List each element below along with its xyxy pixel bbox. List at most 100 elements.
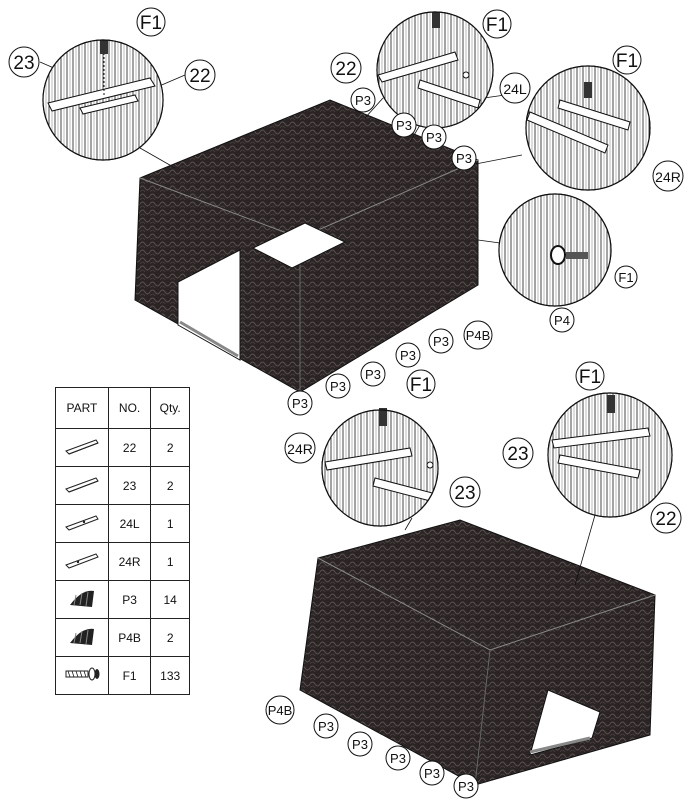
svg-text:P4: P4 [554,313,570,328]
table-row: F1 133 [55,656,190,695]
label-p4: P4 [549,307,575,333]
part-number: 24R [107,542,152,581]
label-p3: P3 [419,760,445,786]
label-p3: P3 [395,342,421,368]
label-23-a: 23 [8,46,40,78]
label-f1-d: F1 [614,265,638,289]
svg-text:P4B: P4B [466,328,491,343]
panel-clip-icon [55,580,109,619]
label-p3: P3 [391,112,417,138]
label-23-c: 23 [502,437,534,469]
part-number: 22 [107,428,152,467]
header-qty: Qty. [150,387,190,429]
screw-icon [379,408,387,426]
svg-text:P3: P3 [352,737,368,752]
label-p3: P3 [350,87,376,113]
part-number: 23 [107,466,152,505]
svg-text:P3: P3 [355,93,371,108]
svg-text:24L: 24L [503,81,527,97]
label-f1-f: F1 [575,361,605,391]
callout-detail-2 [376,11,494,129]
label-f1-e: F1 [406,369,436,399]
svg-text:P3: P3 [426,130,442,145]
panel-clip-icon [55,618,109,657]
label-p3: P3 [313,713,339,739]
header-no: NO. [107,387,152,429]
label-22-b: 22 [330,52,362,84]
table-row: 24L 1 [55,504,190,543]
svg-text:P3: P3 [292,396,308,411]
p3-labels-bottom: P4B P3 P3 P3 P3 P3 [265,695,479,799]
svg-text:22: 22 [655,509,676,530]
label-p3: P3 [385,745,411,771]
screw-icon [100,40,108,54]
table-row: P3 14 [55,580,190,619]
svg-text:23: 23 [507,444,528,465]
table-row: 22 2 [55,428,190,467]
part-number: P3 [107,580,152,619]
part-qty: 133 [150,656,190,695]
label-p3: P3 [421,124,447,150]
label-p3: P3 [287,390,313,416]
part-qty: 2 [150,618,190,657]
screw-icon [607,395,615,413]
callout-detail-1 [42,39,164,161]
label-p3: P3 [325,373,351,399]
callout-detail-6 [547,392,673,518]
screw-icon [584,82,592,98]
svg-text:24R: 24R [655,169,681,185]
parts-table: PART NO. Qty. 22 2 23 2 24L 1 24R 1 P3 1… [55,387,190,695]
label-p4b: P4B [463,320,493,350]
svg-text:P3: P3 [365,367,381,382]
svg-text:F1: F1 [140,13,162,34]
label-24r-b: 24R [284,432,316,464]
label-p3: P3 [428,328,454,354]
svg-text:22: 22 [335,59,356,80]
table-row: 23 2 [55,466,190,505]
label-f1-c: F1 [612,45,642,75]
table-row: P4B 2 [55,618,190,657]
label-p3: P3 [451,145,477,171]
svg-text:22: 22 [189,66,210,87]
label-p3: P3 [347,731,373,757]
label-22-c: 22 [650,502,682,534]
svg-text:F1: F1 [486,15,508,36]
rail-corner-icon [55,542,109,581]
header-part: PART [55,387,109,429]
label-22-a: 22 [184,59,216,91]
svg-text:P3: P3 [396,118,412,133]
label-23-b: 23 [449,476,481,508]
label-p3: P3 [360,361,386,387]
label-p3: P3 [453,773,479,799]
shed-bottom [299,519,656,786]
part-number: 24L [107,504,152,543]
svg-text:F1: F1 [410,375,432,396]
shed-top [134,99,479,393]
svg-text:P4B: P4B [268,703,293,718]
label-24l: 24L [499,72,531,104]
label-24r-a: 24R [652,160,684,192]
svg-text:F1: F1 [616,51,638,72]
svg-text:23: 23 [13,53,34,74]
rail-icon [55,466,109,505]
callout-detail-3 [525,65,651,191]
svg-text:P3: P3 [433,334,449,349]
svg-text:F1: F1 [579,367,601,388]
part-qty: 1 [150,504,190,543]
svg-text:P3: P3 [390,751,406,766]
screw-icon [566,252,588,259]
part-qty: 2 [150,428,190,467]
p3-labels-top: P3 P3 P3 P3 P4B P3 P3 P3 P3 P3 [287,87,493,416]
svg-text:23: 23 [454,483,475,504]
svg-text:P3: P3 [400,348,416,363]
rail-icon [55,428,109,467]
svg-text:P3: P3 [318,719,334,734]
svg-text:P3: P3 [458,779,474,794]
callout-detail-5 [321,408,439,527]
part-qty: 1 [150,542,190,581]
svg-text:24R: 24R [287,441,313,457]
label-p4b: P4B [265,695,295,725]
svg-text:P3: P3 [330,379,346,394]
screw-icon [55,656,109,695]
